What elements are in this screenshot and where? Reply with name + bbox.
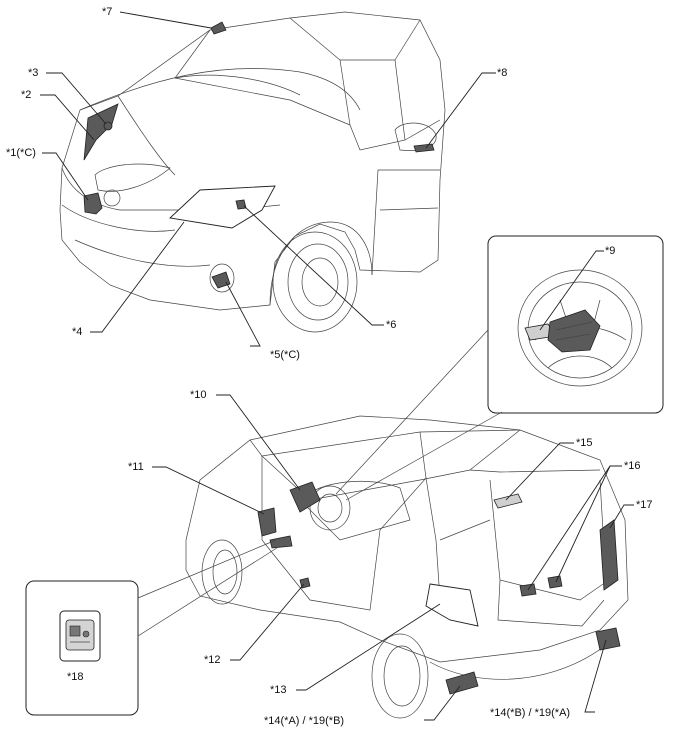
callout-13: *13 xyxy=(270,684,287,696)
rear-vehicle-view xyxy=(185,415,629,719)
callout-labels: *7 *3 *2 *1(*C) *4 *5(*C) *6 *8 *9 *10 *… xyxy=(6,6,653,727)
callout-1: *1(*C) xyxy=(6,147,36,159)
callout-12: *12 xyxy=(204,654,221,666)
callout-14a: *14(*A) / *19(*B) xyxy=(264,715,344,727)
callout-4: *4 xyxy=(72,326,82,338)
steering-wheel-inset xyxy=(487,235,664,414)
callout-6: *6 xyxy=(386,319,396,331)
callout-3: *3 xyxy=(28,67,38,79)
callout-14b: *14(*B) / *19(*A) xyxy=(490,707,570,719)
callout-9: *9 xyxy=(605,245,615,257)
callout-8: *8 xyxy=(497,67,507,79)
switch-inset xyxy=(25,580,139,716)
callout-11: *11 xyxy=(128,461,144,473)
front-vehicle-view xyxy=(59,11,446,333)
callout-5: *5(*C) xyxy=(270,349,300,361)
callout-2: *2 xyxy=(21,89,31,101)
callout-18: *18 xyxy=(67,671,84,683)
callout-7: *7 xyxy=(102,6,112,18)
leader-lines xyxy=(40,11,634,721)
callout-10: *10 xyxy=(190,389,207,401)
callout-16: *16 xyxy=(624,460,641,472)
callout-15: *15 xyxy=(576,437,593,449)
callout-17: *17 xyxy=(636,499,653,511)
